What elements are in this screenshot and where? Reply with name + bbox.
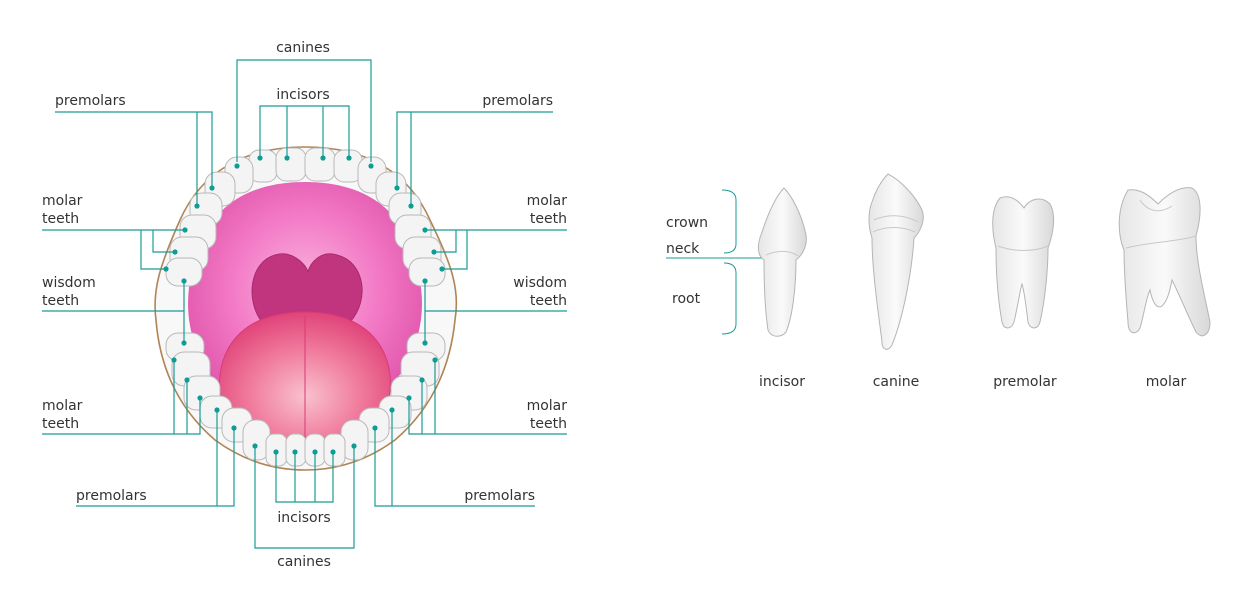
pointer-dot [422,227,428,233]
canine-tooth [868,173,924,350]
label-molar-lower-left-2: teeth [42,416,79,432]
pointer-dot [231,425,237,431]
leader-incisors-top [259,105,350,158]
pointer-dot [422,340,428,346]
label-canines-top: canines [276,40,330,56]
leader-molar-upper-right [425,229,567,270]
label-wisdom-right-1: wisdom [513,275,567,291]
pointer-dot [408,203,414,209]
pointer-dot [372,425,378,431]
pointer-dot [257,155,263,161]
pointer-dot [197,395,203,401]
label-molar-lower-right-1: molar [527,398,568,414]
pointer-dot [163,266,169,272]
label-incisors-bottom: incisors [277,510,330,526]
upper-teeth [165,147,446,287]
label-root: root [672,291,701,307]
label-premolar: premolar [993,374,1057,390]
label-premolars-bottom-left: premolars [76,488,147,504]
root-bracket [721,262,737,335]
label-premolars-bottom-right: premolars [464,488,535,504]
pointer-dot [368,163,374,169]
label-wisdom-left-2: teeth [42,293,79,309]
leader-molar-lower-right [408,360,567,435]
pointer-dot [406,395,412,401]
leader-wisdom-left [42,281,185,343]
label-neck: neck [666,241,700,257]
label-molar-lower-right-2: teeth [530,416,567,432]
leader-premolars-bottom-right [374,410,535,507]
label-wisdom-left-1: wisdom [42,275,96,291]
pointer-dot [320,155,326,161]
leader-premolars-top-left [55,111,213,206]
tooth-type-labels: incisor canine premolar molar [759,374,1186,390]
upper-wisdom-tooth [408,257,446,287]
leader-premolars-bottom-left [76,410,235,507]
pointer-dot [234,163,240,169]
pointer-dot [181,340,187,346]
tooth-types-illustration: crown neck root incisor ca [666,173,1211,390]
pointer-dot [214,407,220,413]
upper-incisor-tooth [275,147,307,182]
crown-bracket [721,189,737,254]
part-brackets: crown neck root [666,189,768,335]
leader-premolars-top-right [396,111,553,206]
label-molar-upper-right-1: molar [527,193,568,209]
mouth-labels: canines incisors premolars premolars mol… [42,40,567,570]
pointer-dots [163,155,445,455]
leader-incisors-bottom [275,452,334,503]
pointer-dot [184,377,190,383]
label-premolars-top-left: premolars [55,93,126,109]
molar-tooth [1118,187,1211,337]
pointer-dot [252,443,258,449]
pointer-dot [181,278,187,284]
pointer-dot [422,278,428,284]
pointer-dot [419,377,425,383]
label-incisors-top: incisors [276,87,329,103]
pointer-dot [330,449,336,455]
pointer-dot [346,155,352,161]
label-molar-upper-right-2: teeth [530,211,567,227]
upper-incisor-tooth [304,147,336,182]
pointer-dot [284,155,290,161]
leader-lines [42,59,567,549]
label-molar-lower-left-1: molar [42,398,83,414]
label-incisor: incisor [759,374,805,390]
pointer-dot [292,449,298,455]
pointer-dot [312,449,318,455]
pointer-dot [194,203,200,209]
pointer-dot [182,227,188,233]
label-canines-bottom: canines [277,554,331,570]
label-crown: crown [666,215,708,231]
label-molar-upper-left-2: teeth [42,211,79,227]
leader-molar-lower-left [42,360,201,435]
pointer-dot [209,185,215,191]
leader-wisdom-right [424,281,567,343]
label-molar: molar [1146,374,1187,390]
pointer-dot [389,407,395,413]
pointer-dot [439,266,445,272]
label-wisdom-right-2: teeth [530,293,567,309]
label-canine: canine [873,374,920,390]
pointer-dot [273,449,279,455]
leader-canines-bottom [254,446,355,549]
premolar-tooth [992,196,1055,329]
label-molar-upper-left-1: molar [42,193,83,209]
pointer-dot [172,249,178,255]
label-premolars-top-right: premolars [482,93,553,109]
pointer-dot [431,249,437,255]
incisor-tooth [757,187,807,337]
pointer-dot [351,443,357,449]
mouth-illustration: canines incisors premolars premolars mol… [42,40,567,570]
pointer-dot [432,357,438,363]
pointer-dot [171,357,177,363]
leader-molar-upper-left [42,229,185,270]
pointer-dot [394,185,400,191]
leader-canines-top [236,59,372,162]
